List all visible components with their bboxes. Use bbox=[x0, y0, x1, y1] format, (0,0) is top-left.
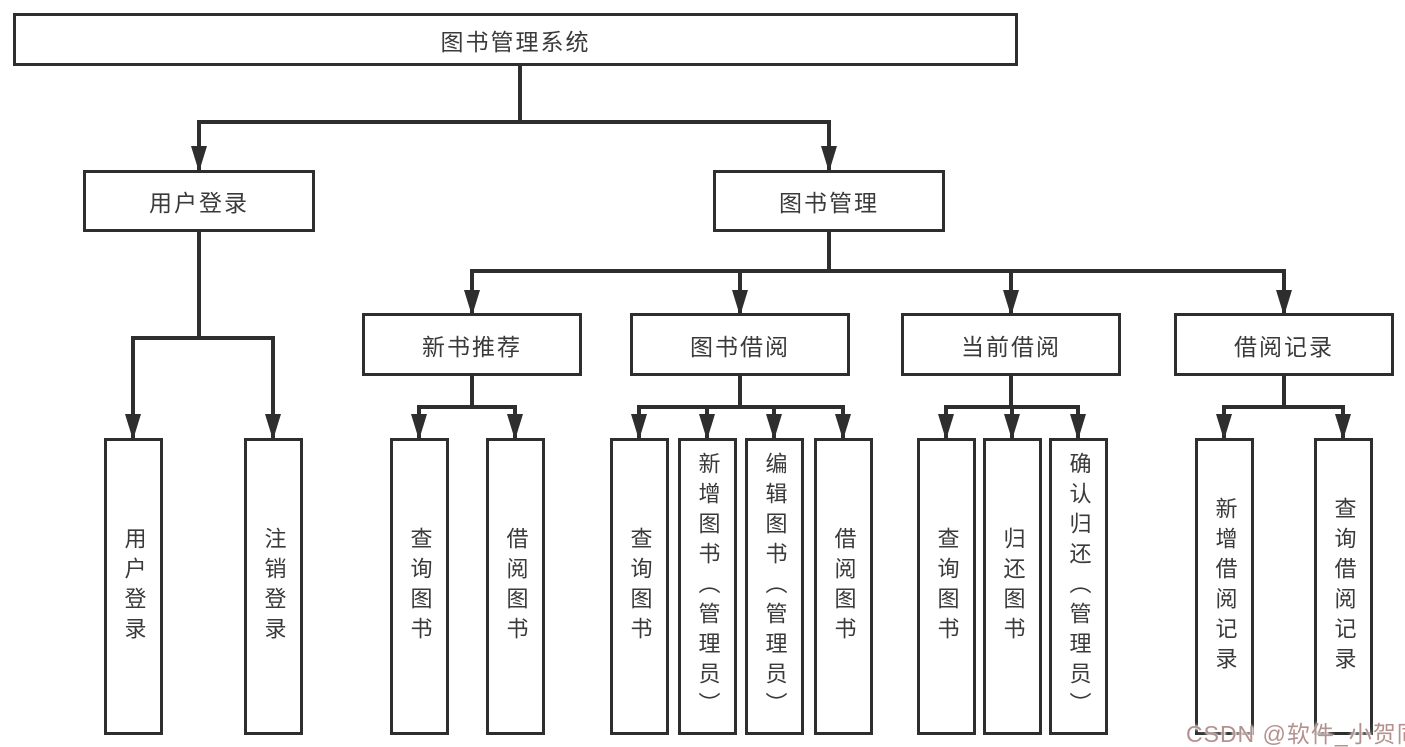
leaf-edit-books-admin: 编辑图书（管理员） bbox=[745, 438, 804, 735]
leaf-add-borrow-record-label: 新增借阅记录 bbox=[1212, 496, 1238, 677]
leaf-borrow-books-recommend-label: 借阅图书 bbox=[503, 526, 529, 647]
leaf-add-borrow-record: 新增借阅记录 bbox=[1195, 438, 1254, 735]
leaf-query-books-current: 查询图书 bbox=[917, 438, 976, 735]
node-user-login: 用户登录 bbox=[83, 170, 315, 232]
leaf-user-login: 用户登录 bbox=[104, 438, 163, 735]
leaf-logout-label: 注销登录 bbox=[261, 526, 287, 647]
leaf-borrow-books: 借阅图书 bbox=[814, 438, 873, 735]
node-new-book-recommendation: 新书推荐 bbox=[362, 313, 582, 376]
leaf-query-borrow-record: 查询借阅记录 bbox=[1314, 438, 1373, 735]
leaf-confirm-return-admin-label: 确认归还（管理员） bbox=[1066, 451, 1092, 722]
leaf-add-books-admin: 新增图书（管理员） bbox=[678, 438, 737, 735]
node-current-borrowing: 当前借阅 bbox=[901, 313, 1121, 376]
leaf-return-books-label: 归还图书 bbox=[1000, 526, 1026, 647]
leaf-borrow-books-recommend: 借阅图书 bbox=[486, 438, 545, 735]
leaf-query-books-current-label: 查询图书 bbox=[934, 526, 960, 647]
leaf-query-books-borrow-label: 查询图书 bbox=[627, 526, 653, 647]
leaf-query-books-recommend-label: 查询图书 bbox=[407, 526, 433, 647]
leaf-borrow-books-label: 借阅图书 bbox=[831, 526, 857, 647]
csdn-watermark: CSDN @软件_小贺同学 bbox=[1186, 721, 1405, 747]
node-book-management: 图书管理 bbox=[713, 170, 945, 232]
leaf-query-books-borrow: 查询图书 bbox=[610, 438, 669, 735]
leaf-add-books-admin-label: 新增图书（管理员） bbox=[695, 451, 721, 722]
leaf-query-books-recommend: 查询图书 bbox=[390, 438, 449, 735]
leaf-user-login-label: 用户登录 bbox=[121, 526, 147, 647]
node-borrowing-records: 借阅记录 bbox=[1174, 313, 1394, 376]
node-book-borrowing: 图书借阅 bbox=[630, 313, 850, 376]
leaf-edit-books-admin-label: 编辑图书（管理员） bbox=[762, 451, 788, 722]
node-root: 图书管理系统 bbox=[13, 13, 1018, 66]
leaf-confirm-return-admin: 确认归还（管理员） bbox=[1049, 438, 1108, 735]
leaf-logout: 注销登录 bbox=[244, 438, 303, 735]
leaf-return-books: 归还图书 bbox=[983, 438, 1042, 735]
leaf-query-borrow-record-label: 查询借阅记录 bbox=[1331, 496, 1357, 677]
